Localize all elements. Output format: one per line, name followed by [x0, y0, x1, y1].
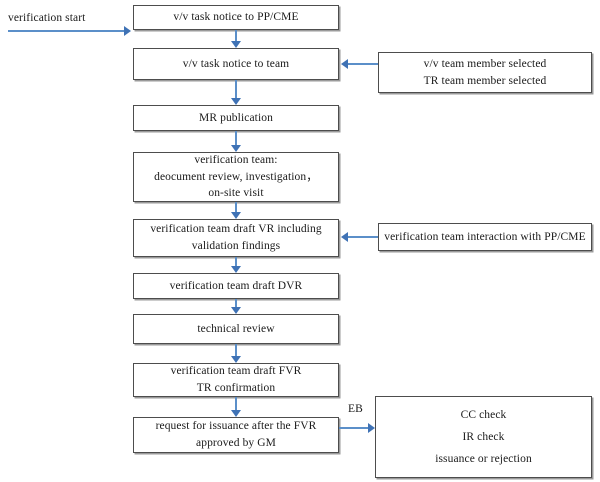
- box-line: verification team:: [194, 154, 278, 166]
- box-line: v/v task notice to PP/CME: [173, 11, 299, 24]
- connector-line-6: [235, 299, 237, 307]
- box-team-member-selected[interactable]: v/v team member selected TR team member …: [378, 52, 592, 93]
- box-team-interaction[interactable]: verification team interaction with PP/CM…: [378, 223, 592, 251]
- box-line: v/v team member selected: [423, 57, 547, 70]
- box-draft-dvr[interactable]: verification team draft DVR: [133, 273, 339, 299]
- connector-arrowhead-icon-8: [231, 410, 241, 417]
- box-line: deocument review, investigation，: [154, 170, 318, 183]
- box-task-notice-ppcme[interactable]: v/v task notice to PP/CME: [133, 5, 339, 30]
- connector-arrowhead-icon-5: [231, 266, 241, 273]
- connector-arrowhead-icon-6: [231, 307, 241, 314]
- connector-line-5: [235, 257, 237, 266]
- box-issuance-checks[interactable]: CC check IR check issuance or rejection: [375, 396, 592, 478]
- box-technical-review[interactable]: technical review: [133, 314, 339, 344]
- side-connector-line-1: [348, 63, 378, 65]
- eb-label: EB: [348, 403, 363, 415]
- eb-arrowhead-icon: [368, 423, 375, 433]
- connector-line-8: [235, 397, 237, 410]
- box-line: validation findings: [191, 240, 281, 252]
- box-line: verification team draft FVR: [170, 365, 302, 378]
- box-task-notice-team[interactable]: v/v task notice to team: [133, 48, 339, 80]
- connector-line-7: [235, 344, 237, 356]
- start-connector-line: [8, 30, 126, 32]
- box-line: on-site visit: [208, 187, 264, 200]
- connector-arrowhead-icon-3: [231, 145, 241, 152]
- box-verification-team[interactable]: verification team: deocument review, inv…: [133, 152, 339, 202]
- box-line: MR publication: [199, 111, 273, 124]
- box-line: verification team draft DVR: [169, 279, 303, 292]
- box-mr-publication[interactable]: MR publication: [133, 105, 339, 131]
- box-line: TR team member selected: [423, 74, 547, 87]
- box-request-issuance[interactable]: request for issuance after the FVR appro…: [133, 417, 339, 453]
- box-draft-fvr[interactable]: verification team draft FVR TR confirmat…: [133, 363, 339, 397]
- box-line: technical review: [197, 322, 275, 335]
- side-connector-line-2: [348, 236, 378, 238]
- side-arrowhead-icon-1: [341, 59, 348, 69]
- connector-arrowhead-icon-2: [231, 98, 241, 105]
- connector-line-2: [235, 80, 237, 99]
- start-label: verification start: [8, 12, 86, 24]
- box-line: issuance or rejection: [435, 452, 532, 465]
- connector-arrowhead-icon-1: [231, 41, 241, 48]
- box-line: approved by GM: [196, 437, 276, 449]
- box-line: CC check: [460, 408, 507, 421]
- eb-connector-line: [339, 427, 369, 429]
- connector-line-1: [235, 30, 237, 42]
- box-draft-vr[interactable]: verification team draft VR including val…: [133, 219, 339, 257]
- side-arrowhead-icon-2: [341, 232, 348, 242]
- box-line: IR check: [462, 430, 505, 443]
- start-arrowhead-icon: [124, 26, 131, 36]
- connector-line-4: [235, 202, 237, 212]
- box-line: verification team draft VR including: [150, 223, 322, 236]
- connector-arrowhead-icon-4: [231, 212, 241, 219]
- box-line: v/v task notice to team: [182, 57, 290, 70]
- box-line: TR confirmation: [196, 382, 276, 394]
- box-line: request for issuance after the FVR: [155, 420, 317, 433]
- connector-arrowhead-icon-7: [231, 356, 241, 363]
- connector-line-3: [235, 131, 237, 145]
- box-line: verification team interaction with PP/CM…: [384, 230, 586, 243]
